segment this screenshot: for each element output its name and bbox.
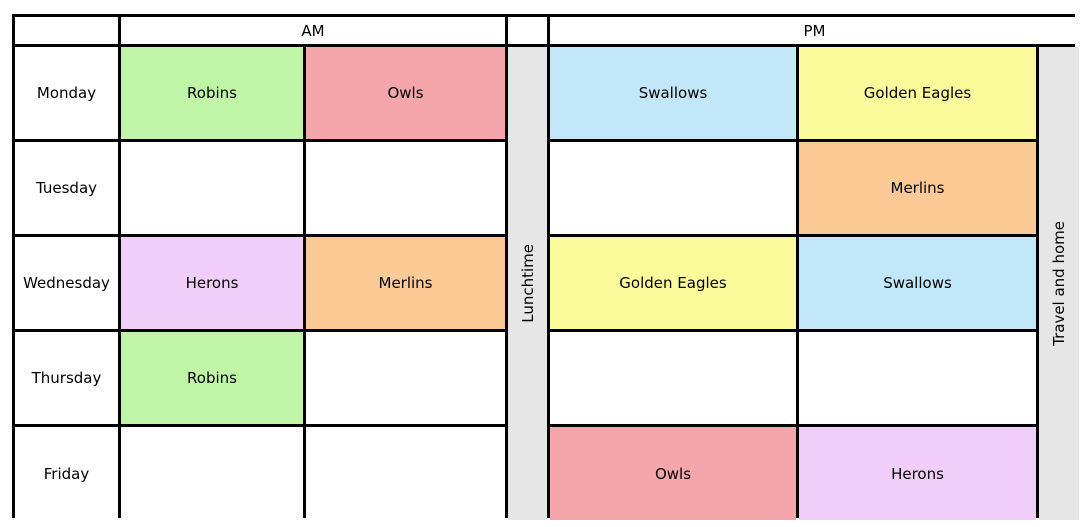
- slot-monday-pm1: Swallows: [550, 47, 796, 139]
- travel-home-label: Travel and home: [1050, 221, 1068, 346]
- corner-cell: [15, 17, 118, 44]
- slot-tuesday-pm2: Merlins: [799, 142, 1036, 234]
- slot-tuesday-am1: [121, 142, 303, 234]
- slot-tuesday-pm1: [550, 142, 796, 234]
- slot-tuesday-am2: [306, 142, 505, 234]
- slot-monday-pm2: Golden Eagles: [799, 47, 1036, 139]
- day-label-thursday: Thursday: [15, 332, 118, 424]
- am-header: AM: [121, 17, 505, 44]
- pm-header: PM: [550, 17, 1079, 44]
- slot-friday-pm2: Herons: [799, 427, 1036, 520]
- timetable-grid: AM PM Monday Tuesday Wednesday Thursday …: [12, 14, 1079, 520]
- day-label-monday: Monday: [15, 47, 118, 139]
- slot-friday-pm1: Owls: [550, 427, 796, 520]
- lunchtime-label: Lunchtime: [518, 244, 537, 323]
- day-label-friday: Friday: [15, 427, 118, 520]
- slot-thursday-am1: Robins: [121, 332, 303, 424]
- travel-home-column: Travel and home: [1039, 47, 1079, 520]
- slot-wednesday-am2: Merlins: [306, 237, 505, 329]
- lunch-header-cell: [508, 17, 547, 44]
- slot-thursday-am2: [306, 332, 505, 424]
- slot-friday-am2: [306, 427, 505, 520]
- day-label-wednesday: Wednesday: [15, 237, 118, 329]
- slot-thursday-pm1: [550, 332, 796, 424]
- slot-thursday-pm2: [799, 332, 1036, 424]
- slot-monday-am1: Robins: [121, 47, 303, 139]
- slot-wednesday-am1: Herons: [121, 237, 303, 329]
- slot-friday-am1: [121, 427, 303, 520]
- slot-monday-am2: Owls: [306, 47, 505, 139]
- slot-wednesday-pm1: Golden Eagles: [550, 237, 796, 329]
- lunchtime-column: Lunchtime: [508, 47, 547, 520]
- slot-wednesday-pm2: Swallows: [799, 237, 1036, 329]
- day-label-tuesday: Tuesday: [15, 142, 118, 234]
